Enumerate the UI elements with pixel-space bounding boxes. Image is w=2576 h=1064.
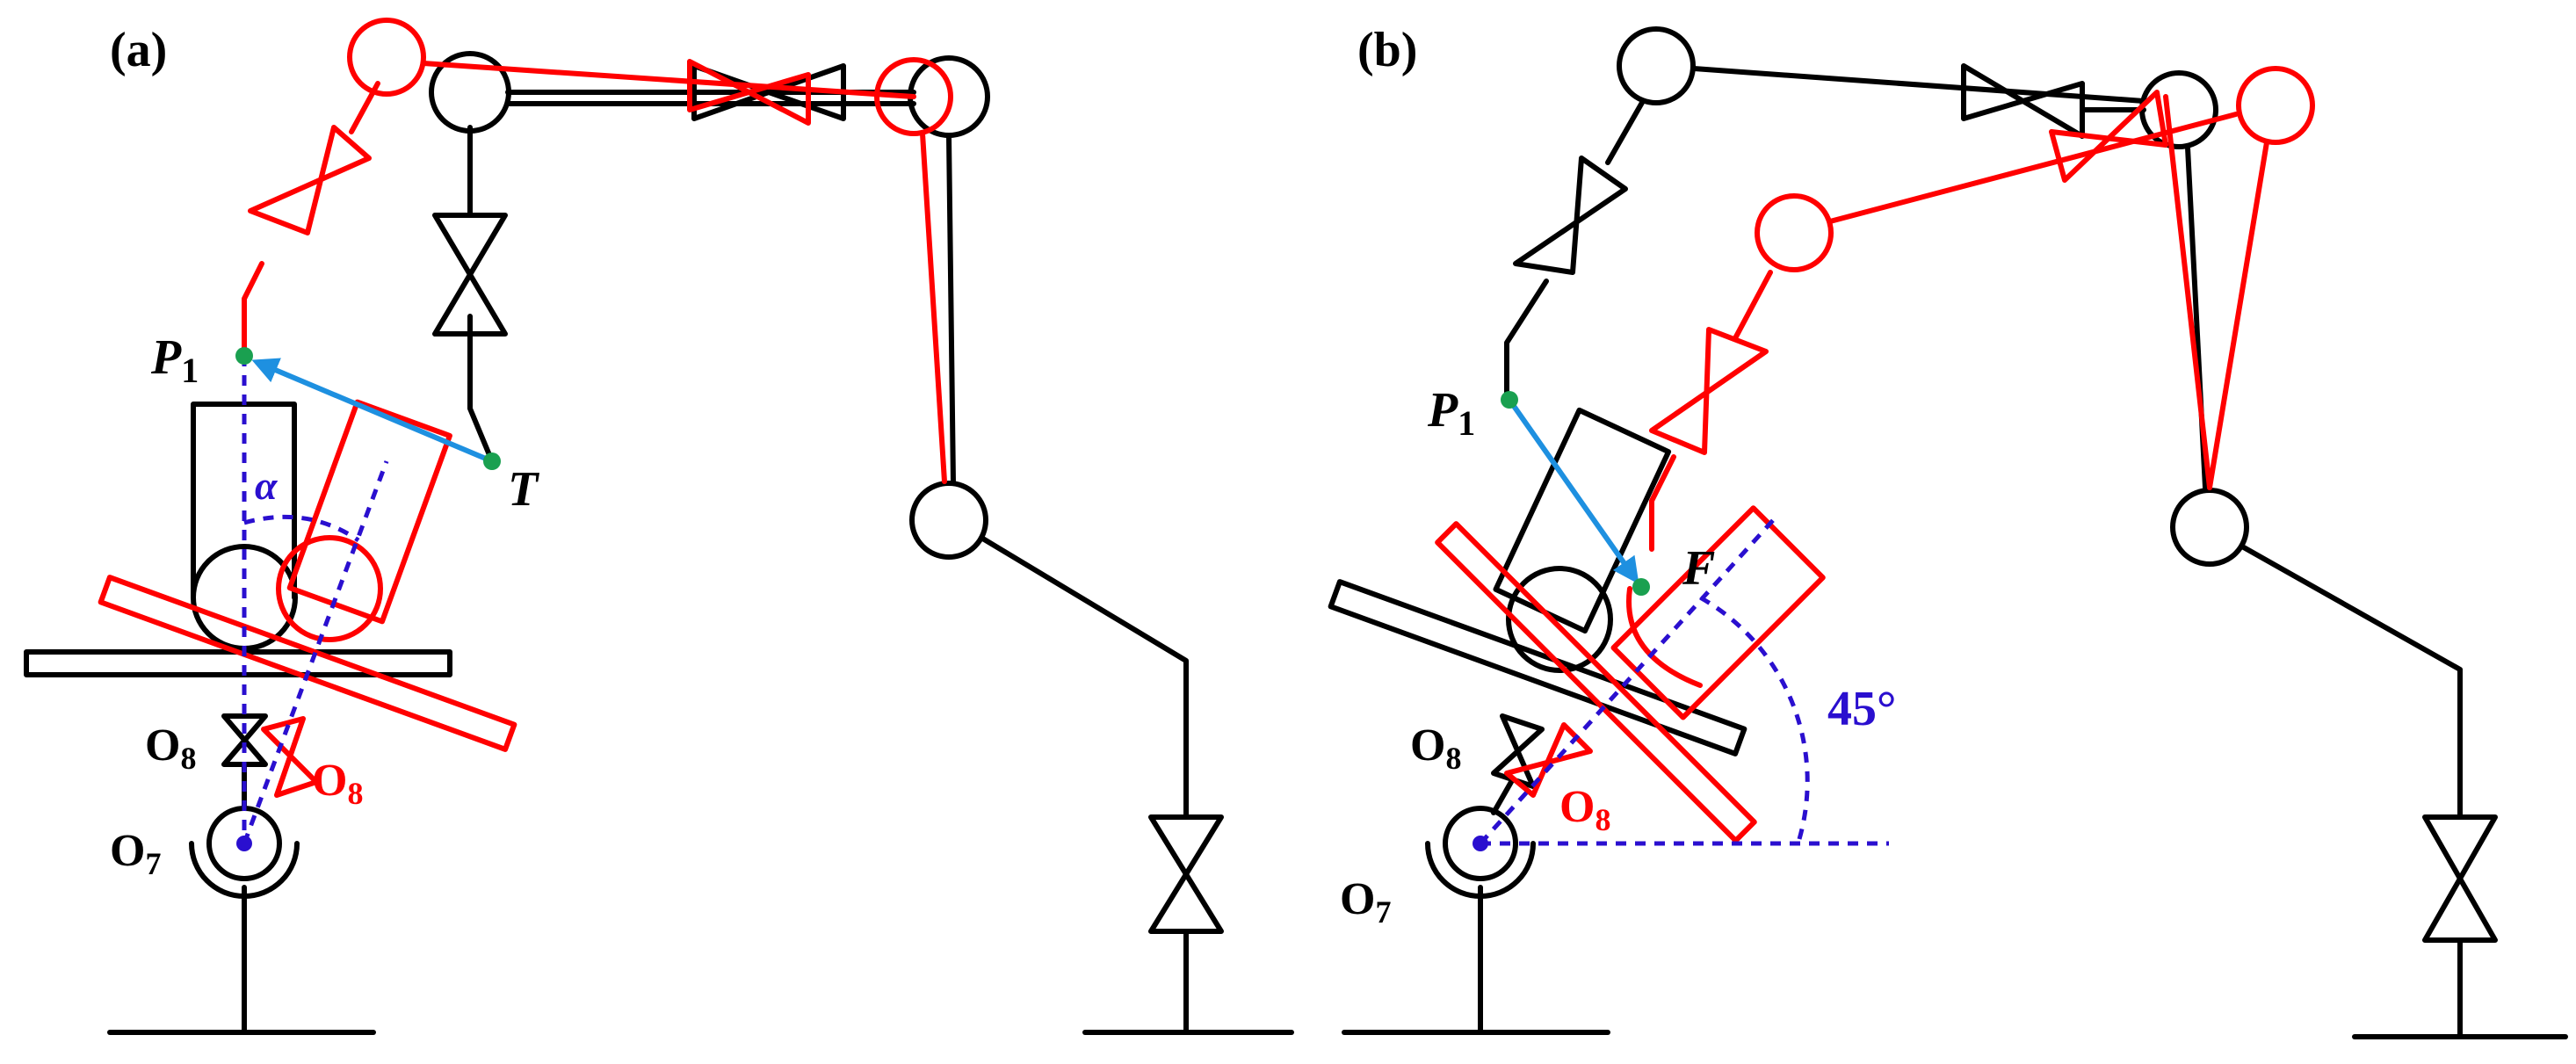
angle-arc-a [243,514,360,543]
prismatic-vertical-a [432,213,508,337]
gripper-arc-red-b [1626,586,1703,688]
red-right-link-b [2207,140,2269,490]
joint-red-right-b [2236,66,2315,145]
label-o7-b: O7 [1340,874,1391,930]
gripper-cup-red-a [286,399,452,625]
dashed-45-b [1479,517,1776,845]
joint-o7-bearing-b [1425,841,1536,899]
gripper-cup-b [1493,407,1672,634]
prismatic-red-top-b [2049,90,2168,183]
dashed-tilted-a [242,460,389,844]
point-t-a [483,452,501,470]
point-o7-center-a [236,836,252,851]
prismatic-o8-red-a [261,716,319,798]
table-plate-red-b [1435,521,1757,843]
gripper-roller-red-a [276,535,383,642]
label-alpha-a: α [255,463,279,508]
prismatic-o8-red-b [1504,722,1593,798]
label-o8-red-b: O8 [1559,782,1610,837]
label-o8-black-a: O8 [145,720,196,776]
black-right-link-a [946,134,956,486]
label-t-a: T [508,462,540,517]
joint-red-top-a [347,18,426,97]
point-o7-center-b [1473,836,1488,851]
joint-elbow-a [909,481,988,560]
joint-red-right-a [874,57,953,136]
gripper-cup-red-b [1610,505,1826,720]
red-right-link-2-b [2163,94,2212,490]
vector-p1-to-f-b [1507,398,1639,584]
table-plate-red-a [98,575,517,752]
joint-o7-bearing-a [189,841,300,899]
red-arm-link-a [242,261,264,358]
table-plate-a [24,649,452,677]
point-p1-b [1501,391,1518,409]
black-arm-link-a [467,314,495,464]
panel-a: (a) P1 T α O8 O8 O7 [24,18,1294,1035]
prismatic-red-upper-b [1649,327,1769,455]
black-arm-link-b [1504,279,1549,402]
prismatic-right-leg-b [2422,814,2498,943]
red-top-link-a [421,61,916,99]
angle-arc-b [1698,595,1810,840]
red-arm-link-b [1649,454,1676,552]
black-right-leg-a [979,535,1189,820]
prismatic-right-leg-a [1148,814,1224,934]
joint-red-top-b [1755,193,1834,272]
prismatic-top-black-a [691,63,846,121]
vector-t-to-p1-a [251,358,494,464]
label-o7-a: O7 [110,826,161,881]
joint-o7-b [1443,806,1518,881]
label-p1-a: P1 [150,330,199,390]
prismatic-red-top-a [687,59,811,126]
label-45deg-b: 45° [1827,682,1896,736]
point-p1-a [235,347,253,365]
panel-label-a: (a) [110,23,167,77]
prismatic-o8-black-a [221,713,268,767]
gripper-roller-b [1506,566,1613,673]
label-p1-b: P1 [1427,383,1475,443]
label-o8-black-b: O8 [1410,720,1461,776]
joint-top-left-b [1617,26,1696,105]
prismatic-upper-b [1513,156,1628,275]
prismatic-red-upper-a [248,125,372,235]
table-plate-b [1328,579,1747,756]
point-f-b [1632,578,1650,596]
black-right-leg-b [2240,544,2463,820]
prismatic-top-black-b [1961,63,2085,139]
label-f-b: F [1682,541,1715,596]
joint-elbow-b [2170,488,2249,567]
o8-to-o7-link-b [1491,779,1514,815]
red-arm-link-2-b [1733,270,1773,341]
black-top-link-b [1691,66,2146,104]
prismatic-o8-black-b [1491,713,1545,789]
panel-b: (b) P1 F 45° O8 O8 O7 [1328,23,2568,1039]
label-o8-red-a: O8 [312,756,363,811]
red-right-link-a [920,131,947,484]
panel-label-b: (b) [1357,23,1417,77]
black-arm-link-2-b [1605,98,1646,165]
